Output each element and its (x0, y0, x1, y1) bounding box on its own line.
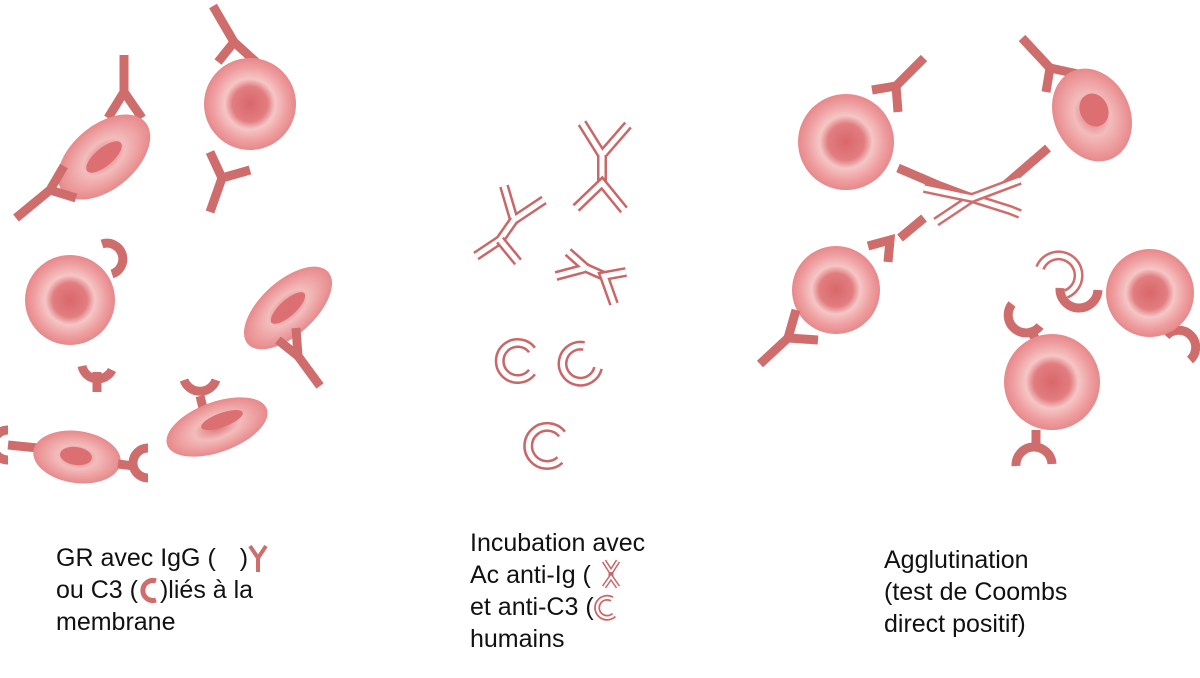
left-caption: GR avec IgG () ou C3 ()liés à la membran… (56, 542, 268, 638)
anti-c3-antibody (494, 338, 536, 384)
left-caption-line1: GR avec IgG ( (56, 544, 216, 572)
red-blood-cell (798, 94, 894, 190)
igg-antibody (866, 233, 896, 263)
right-panel (756, 34, 1200, 467)
anti-ig-x-icon (601, 559, 620, 589)
left-panel (0, 3, 333, 484)
red-blood-cell (25, 255, 115, 345)
c3-fragment (0, 425, 39, 465)
red-blood-cell (204, 58, 296, 150)
middle-caption: Incubation avec Ac anti-Ig ( et anti-C3 … (470, 527, 645, 655)
c3-fragment (117, 443, 149, 483)
red-blood-cell-center (1079, 93, 1109, 127)
c3-fragment (1011, 430, 1057, 467)
left-caption-line2: ou C3 ( (56, 576, 138, 604)
anti-c3-c-icon (593, 594, 616, 621)
anti-ig-antibody (473, 184, 547, 266)
igg-antibody (756, 308, 819, 368)
c3-fragment (100, 238, 128, 279)
middle-panel (473, 120, 632, 470)
right-caption-line3: direct positif) (884, 610, 1026, 638)
middle-caption-line2: Ac anti-Ig ( (470, 561, 591, 589)
red-blood-cell-center (86, 141, 122, 173)
red-blood-cell-center (201, 410, 243, 430)
right-caption-line1: Agglutination (884, 546, 1029, 574)
igg-antibody (871, 54, 928, 113)
igg-antibody (13, 163, 78, 222)
igg-antibody (209, 3, 260, 66)
middle-caption-line1: Incubation avec (470, 529, 646, 557)
anti-ig-antibody (572, 120, 632, 214)
anti-ig-bridge (896, 144, 1051, 242)
right-caption-line2: (test de Coombs (884, 578, 1068, 606)
red-blood-cell (792, 246, 880, 334)
c3-c-icon (140, 578, 157, 603)
middle-caption-line3: et anti-C3 ( (470, 593, 594, 621)
red-blood-cell (1106, 249, 1194, 337)
igg-y-icon (248, 544, 268, 572)
anti-c3-antibody (523, 421, 566, 470)
middle-caption-line4: humains (470, 625, 565, 653)
red-blood-cell (1004, 334, 1100, 430)
anti-ig-antibody (554, 248, 627, 306)
igg-antibody (1018, 34, 1079, 93)
left-caption-line3: membrane (56, 608, 176, 636)
anti-c3-bridge (1003, 250, 1200, 364)
anti-c3-antibody (557, 340, 603, 387)
red-blood-cell-center (270, 292, 306, 324)
red-blood-cell-center (60, 446, 92, 466)
igg-antibody (205, 150, 252, 214)
c3-fragment (77, 364, 117, 392)
igg-antibody (275, 327, 324, 389)
right-caption: Agglutination (test de Coombs direct pos… (884, 544, 1067, 640)
igg-antibody (104, 55, 146, 121)
